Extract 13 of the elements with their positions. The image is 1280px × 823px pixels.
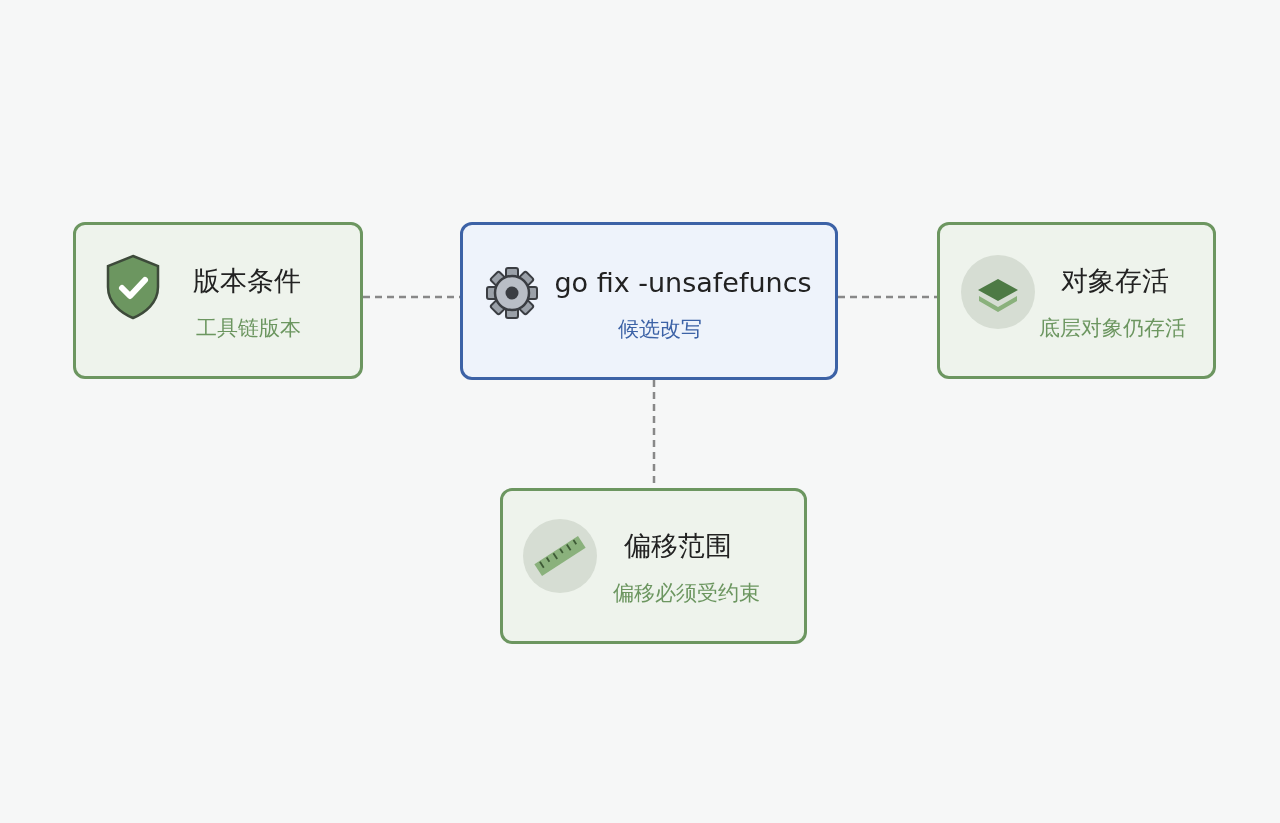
condition-box xyxy=(73,222,363,379)
node-subtitle: 偏移必须受约束 xyxy=(612,580,760,606)
node-title: go fix -unsafefuncs xyxy=(554,267,812,299)
command-box xyxy=(460,222,838,380)
node-title: 版本条件 xyxy=(193,265,301,297)
condition-box xyxy=(500,488,807,644)
node-title: 对象存活 xyxy=(1061,265,1169,297)
dashed-connector xyxy=(838,295,937,299)
condition-box xyxy=(937,222,1216,379)
node-title: 偏移范围 xyxy=(624,530,732,562)
node-subtitle: 工具链版本 xyxy=(195,315,301,341)
node-subtitle: 候选改写 xyxy=(618,316,702,342)
node-subtitle: 底层对象仍存活 xyxy=(1038,315,1186,341)
